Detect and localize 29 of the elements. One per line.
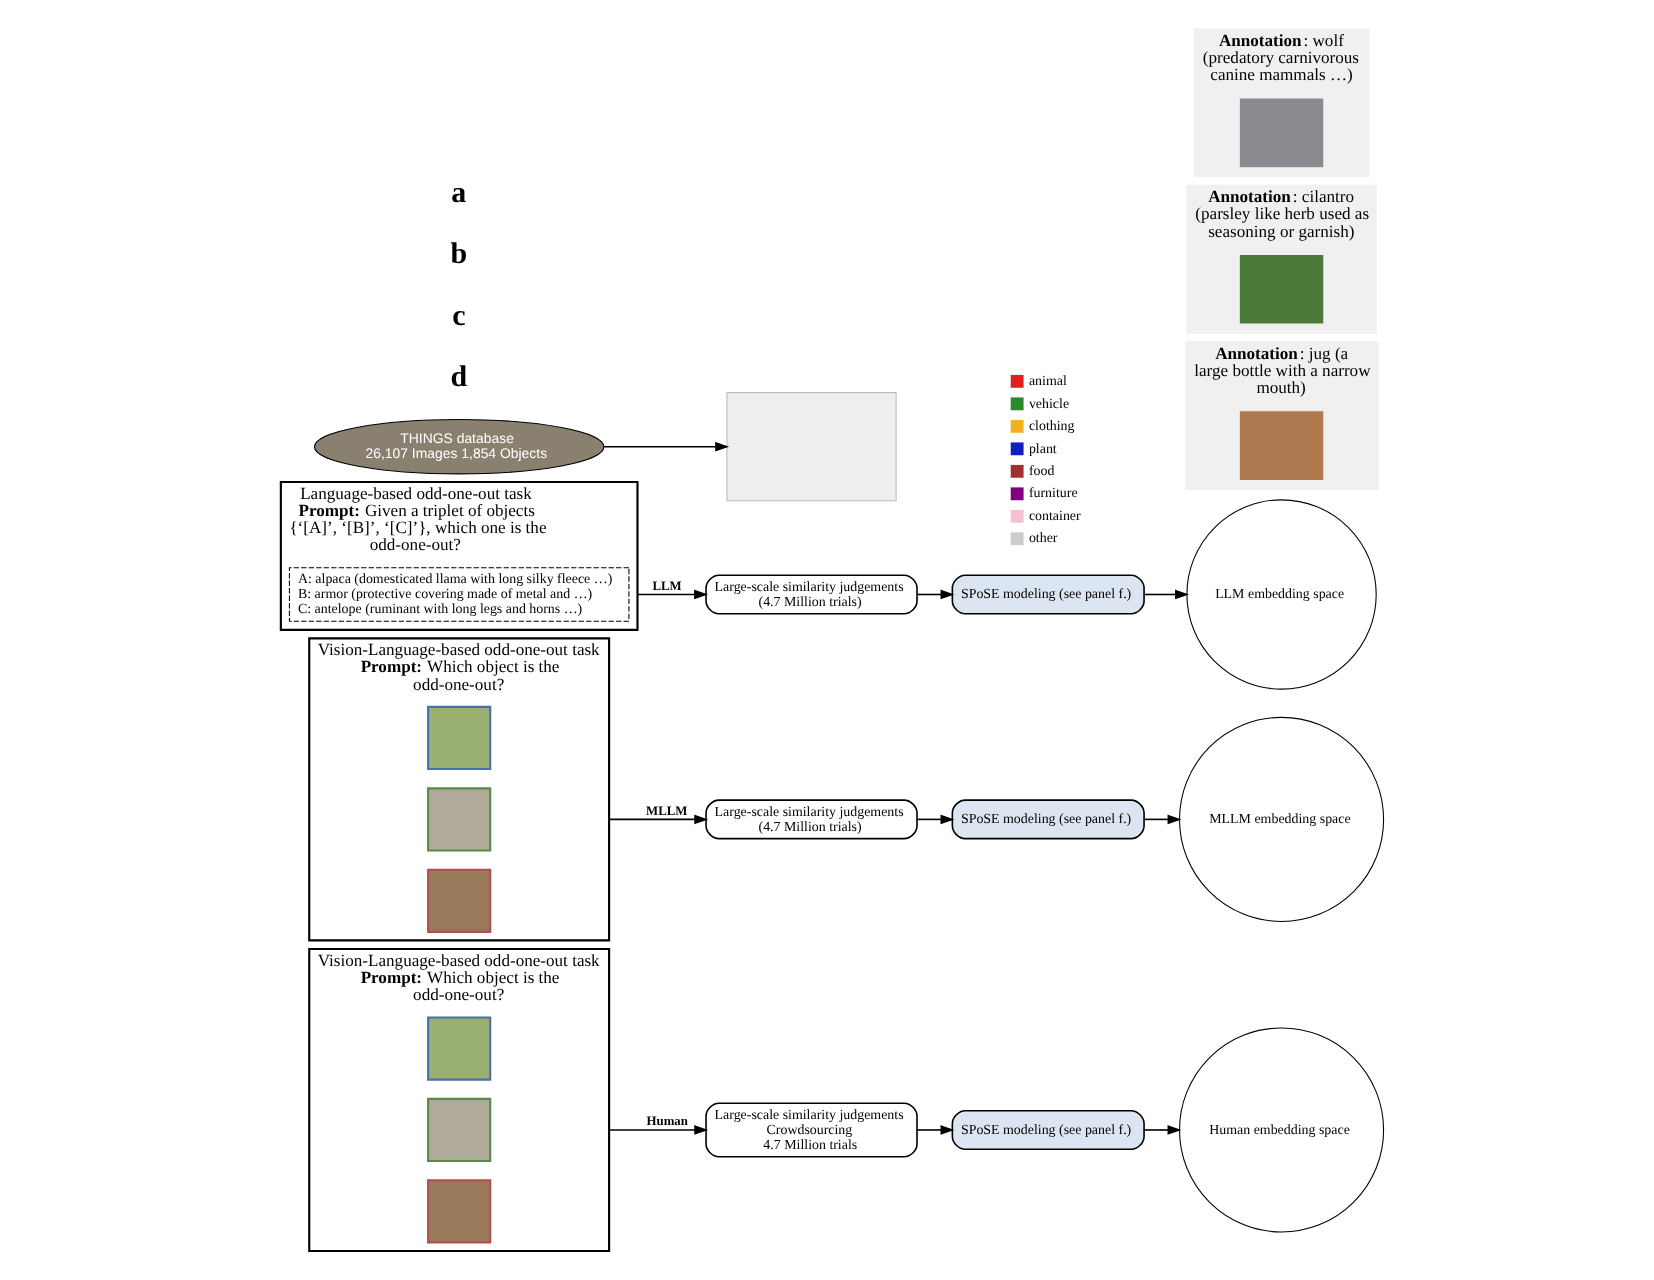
cluster: Annotation: jug (a large bottle with a narrow mouth) bbox=[1184, 341, 1378, 491]
node-box bbox=[1237, 410, 1324, 481]
arrow bbox=[1142, 1125, 1181, 1135]
label: c bbox=[451, 300, 465, 333]
node-box bbox=[426, 705, 491, 771]
node-box bbox=[426, 787, 491, 852]
cluster: Annotation: cilantro (parsley like herb used as seasoning or garnish) bbox=[1185, 184, 1376, 334]
arrow bbox=[1142, 589, 1188, 600]
node-box bbox=[426, 1016, 491, 1081]
cluster: Vision-Language-based odd-one-out task Prompt: Which object is the odd-one-out? bbox=[307, 637, 610, 942]
node-box bbox=[1237, 253, 1324, 325]
cluster: Annotation: wolf (predatory carnivorous canine mammals …) bbox=[1192, 28, 1369, 178]
arrow bbox=[1142, 814, 1181, 825]
arrow bbox=[607, 814, 708, 825]
cluster: Vision-Language-based odd-one-out task Prompt: Which object is the odd-one-out? bbox=[307, 947, 610, 1253]
label: a bbox=[450, 178, 466, 211]
arrow bbox=[915, 1125, 954, 1135]
label: b bbox=[449, 239, 467, 272]
arrow bbox=[915, 589, 954, 600]
arrow bbox=[915, 814, 954, 825]
node-box bbox=[725, 392, 896, 502]
node-box bbox=[426, 868, 491, 933]
arrow bbox=[607, 1125, 708, 1135]
node-box bbox=[426, 1097, 491, 1163]
arrow bbox=[635, 589, 708, 600]
node-box bbox=[1237, 97, 1324, 169]
arrow bbox=[602, 441, 729, 452]
node-box bbox=[426, 1179, 491, 1244]
label: d bbox=[449, 361, 467, 394]
